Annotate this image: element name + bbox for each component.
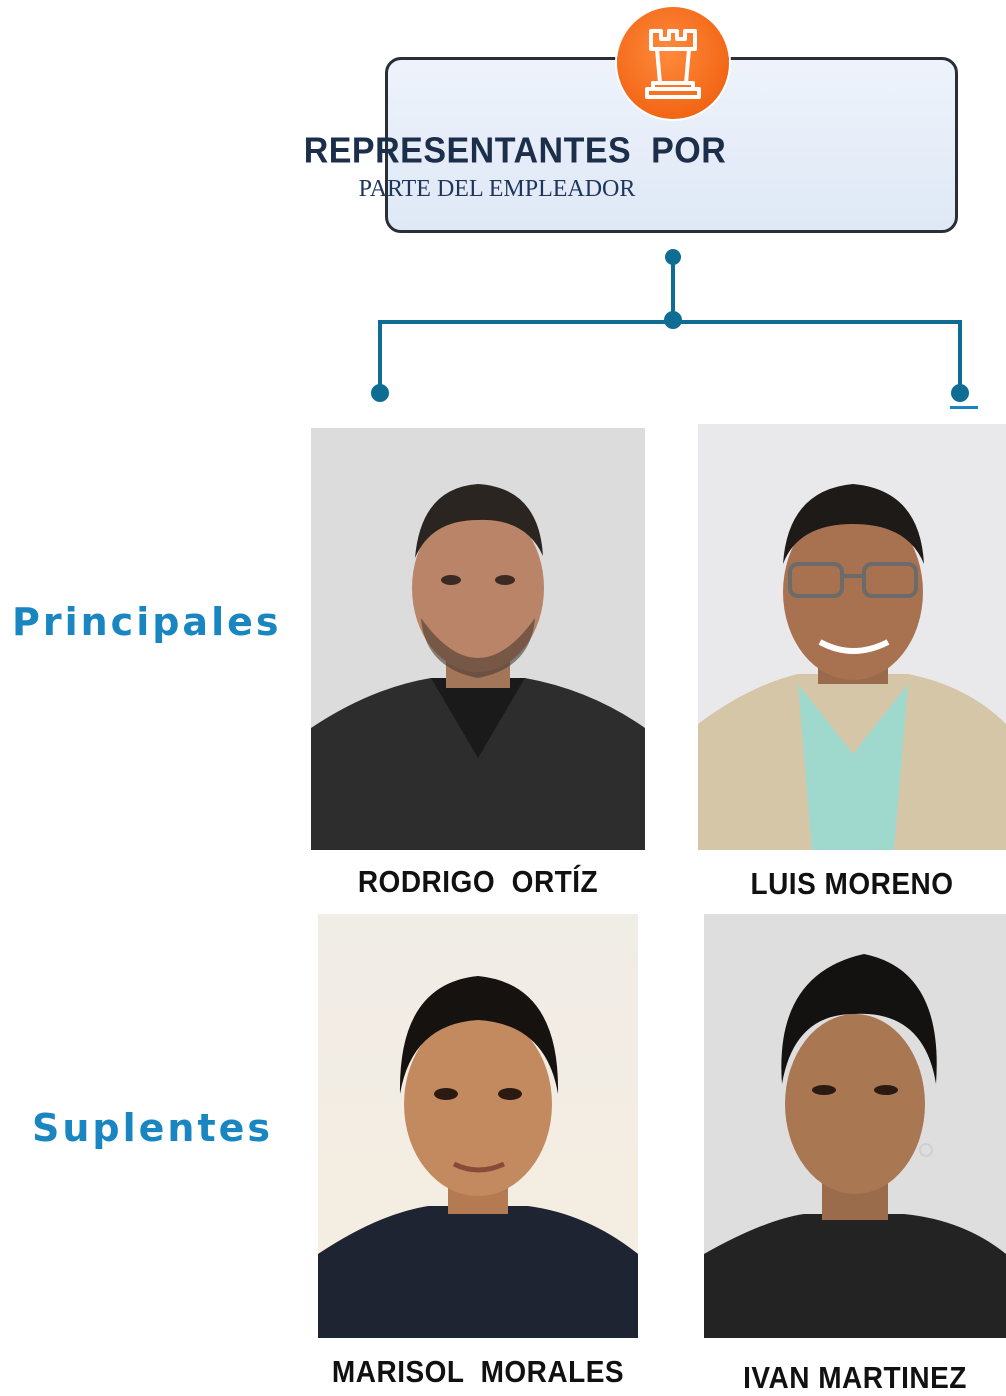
header-subtitle: PARTE DEL EMPLEADOR — [358, 176, 636, 202]
name-luis-moreno: LUIS MORENO — [750, 866, 954, 901]
header-title: REPRESENTANTES POR — [303, 131, 727, 171]
photo-ivan-martinez — [704, 914, 1006, 1338]
photo-rodrigo-ortiz — [311, 428, 645, 850]
connector-node — [371, 384, 389, 402]
connector-node — [951, 384, 969, 402]
principales-label: Principales — [12, 600, 282, 644]
name-rodrigo-ortiz: RODRIGO ORTÍZ — [357, 864, 599, 899]
name-marisol-morales: MARISOL MORALES — [331, 1354, 625, 1389]
suplentes-label: Suplentes — [32, 1106, 274, 1150]
photo-luis-moreno — [698, 424, 1006, 850]
connector-node — [664, 311, 682, 329]
org-connectors — [371, 249, 978, 409]
name-ivan-martinez: IVAN MARTINEZ — [743, 1360, 967, 1395]
connector-node — [665, 249, 681, 265]
chess-rook-icon — [617, 7, 729, 119]
photo-marisol-morales — [318, 914, 638, 1338]
